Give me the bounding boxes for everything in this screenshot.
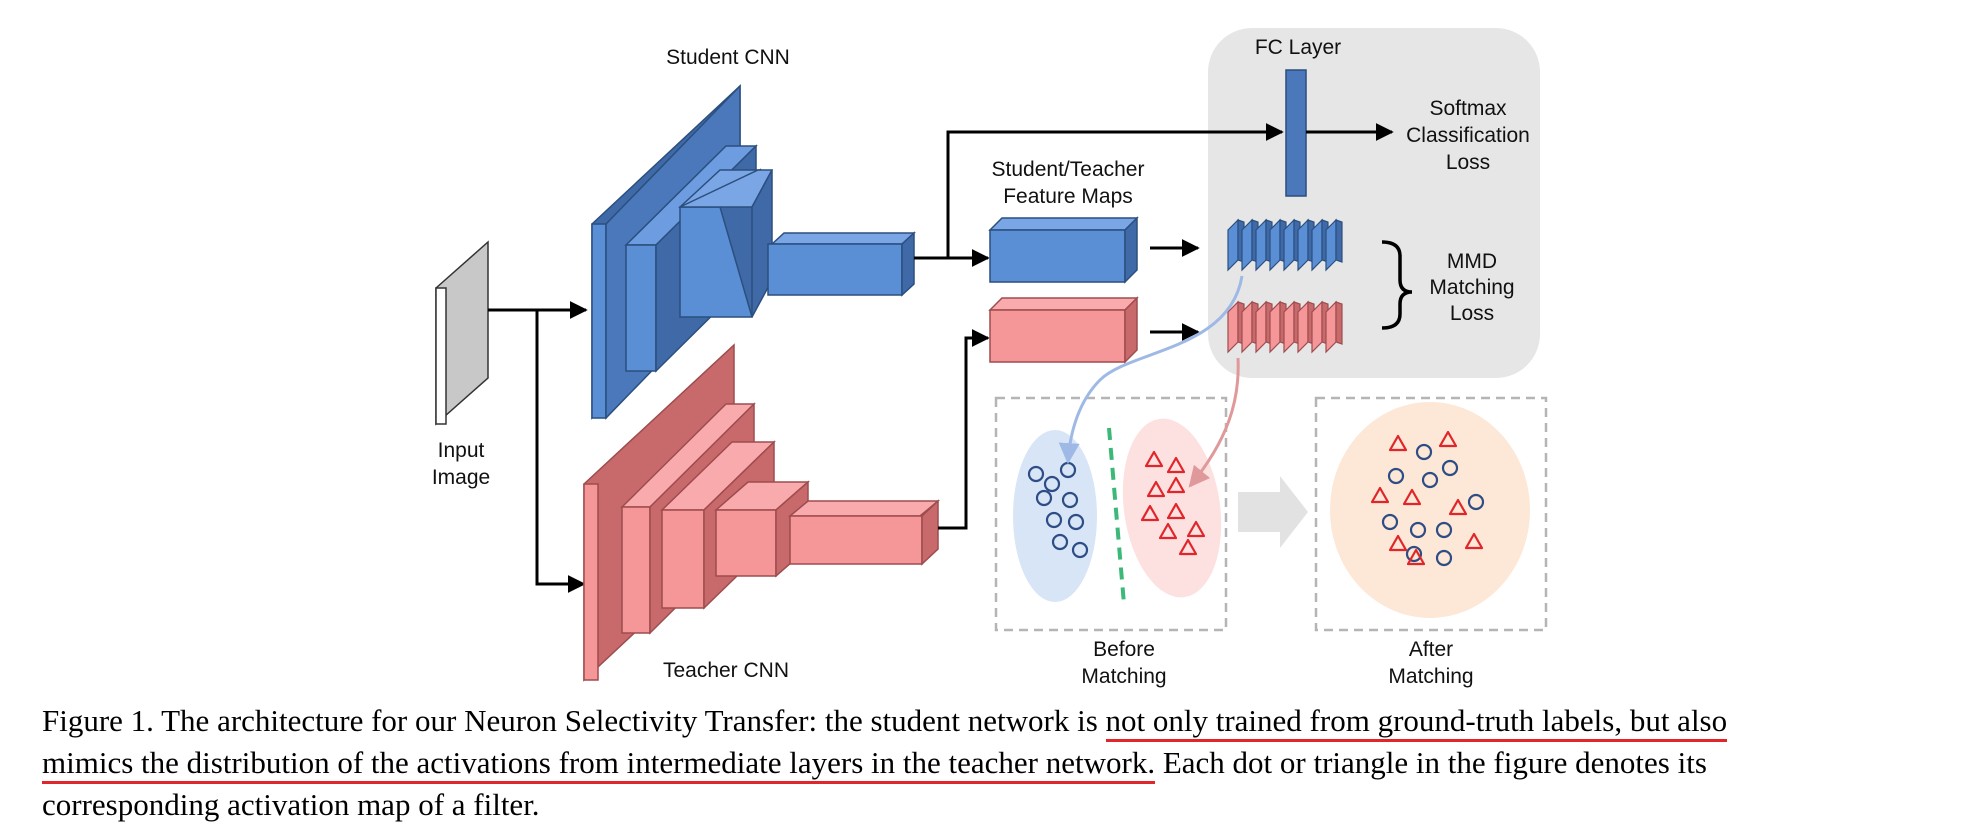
activation-circle	[1071, 541, 1089, 559]
activation-circle	[1061, 491, 1079, 509]
activation-triangle	[1388, 534, 1408, 552]
activation-circle	[1409, 521, 1427, 539]
teacher-distribution-ellipse	[1122, 418, 1222, 598]
student-cnn	[591, 84, 916, 420]
activation-circle	[1435, 521, 1453, 539]
after-matching-box	[1314, 396, 1548, 632]
student-distribution-ellipse	[1013, 430, 1097, 602]
activation-triangle	[1464, 532, 1484, 550]
caption-text-3: corresponding activation map of a filter…	[42, 787, 540, 822]
activation-circle	[1027, 465, 1045, 483]
caption-line-1: Figure 1. The architecture for our Neuro…	[42, 703, 1728, 742]
before-matching-label-2: Matching	[1081, 665, 1166, 688]
activation-triangle	[1144, 450, 1164, 468]
student-map-stack	[1227, 218, 1343, 272]
mmd-label-2: Matching	[1429, 276, 1514, 299]
after-teacher-triangles	[1370, 430, 1484, 566]
teacher-cnn	[583, 343, 941, 682]
teacher-to-before-arrow	[1188, 357, 1240, 488]
mmd-brace	[1381, 240, 1413, 330]
mmd-label: MMD	[1447, 250, 1497, 273]
teacher-map-slice-side	[1335, 301, 1343, 345]
separator-line	[1107, 427, 1126, 605]
figure-caption-line-3: corresponding activation map of a filter…	[42, 784, 1942, 826]
activation-triangle	[1186, 520, 1206, 538]
activation-triangle	[1402, 488, 1422, 506]
activation-circle	[1381, 513, 1399, 531]
softmax-label: Softmax	[1429, 97, 1507, 120]
teacher-cnn-label: Teacher CNN	[663, 659, 789, 682]
caption-text-1: Figure 1. The architecture for our Neuro…	[42, 703, 1106, 738]
activation-circle	[1405, 545, 1423, 563]
matched-distribution-ellipse	[1330, 402, 1530, 618]
architecture-diagram: Input Image Student CNN	[432, 28, 1548, 688]
teacher-map-stack	[1227, 300, 1343, 354]
input-arrows	[488, 301, 588, 593]
activation-triangle	[1370, 486, 1390, 504]
feature-map-arrows	[1150, 239, 1200, 341]
after-matching-label-2: Matching	[1388, 665, 1473, 688]
activation-circle	[1043, 475, 1061, 493]
activation-circle	[1067, 513, 1085, 531]
activation-circle	[1387, 467, 1405, 485]
activation-triangle	[1140, 504, 1160, 522]
feature-maps-label: Student/Teacher	[992, 158, 1145, 181]
softmax-label-3: Loss	[1446, 151, 1490, 174]
input-image-label: Input	[438, 439, 485, 462]
activation-triangle	[1146, 480, 1166, 498]
activation-triangle	[1388, 434, 1408, 452]
mmd-label-3: Loss	[1450, 302, 1494, 325]
student-map-slice-side	[1335, 219, 1343, 263]
activation-circle	[1051, 533, 1069, 551]
softmax-label-2: Classification	[1406, 124, 1530, 147]
activation-triangle	[1178, 538, 1198, 556]
feature-maps-label-2: Feature Maps	[1003, 185, 1133, 208]
activation-triangle	[1448, 498, 1468, 516]
activation-triangle	[1166, 456, 1186, 474]
activation-triangle	[1438, 430, 1458, 448]
student-feature-map	[988, 216, 1139, 284]
activation-circle	[1435, 549, 1453, 567]
before-teacher-triangles	[1140, 450, 1206, 556]
caption-underlined-2: mimics the distribution of the activatio…	[42, 745, 1156, 784]
caption-text-2: Each dot or triangle in the figure denot…	[1155, 745, 1707, 780]
after-matching-label: After	[1409, 638, 1453, 661]
activation-triangle	[1406, 548, 1426, 566]
activation-circle	[1441, 459, 1459, 477]
fc-layer-bar	[1285, 69, 1307, 197]
activation-circle	[1035, 489, 1053, 507]
activation-triangle	[1166, 502, 1186, 520]
input-image-label-2: Image	[432, 466, 490, 489]
before-matching-box	[994, 396, 1228, 632]
before-matching-label: Before	[1093, 638, 1155, 661]
figure-caption: Figure 1. The architecture for our Neuro…	[42, 700, 1942, 742]
activation-circle	[1045, 511, 1063, 529]
teacher-feature-map	[988, 296, 1139, 364]
figure-caption-line-2: mimics the distribution of the activatio…	[42, 742, 1942, 784]
activation-circle	[1415, 443, 1433, 461]
activation-circle	[1421, 471, 1439, 489]
activation-triangle	[1166, 476, 1186, 494]
transition-arrow	[1238, 476, 1308, 548]
after-student-circles	[1381, 443, 1485, 567]
input-image-shape	[435, 240, 489, 426]
activation-triangle	[1158, 522, 1178, 540]
student-to-before-arrow	[1058, 275, 1244, 465]
caption-underlined-1: not only trained from ground-truth label…	[1105, 703, 1728, 742]
activation-circle	[1467, 493, 1485, 511]
fc-layer-label: FC Layer	[1255, 36, 1341, 59]
cnn-output-arrows	[914, 123, 1284, 530]
student-cnn-label: Student CNN	[666, 46, 790, 69]
